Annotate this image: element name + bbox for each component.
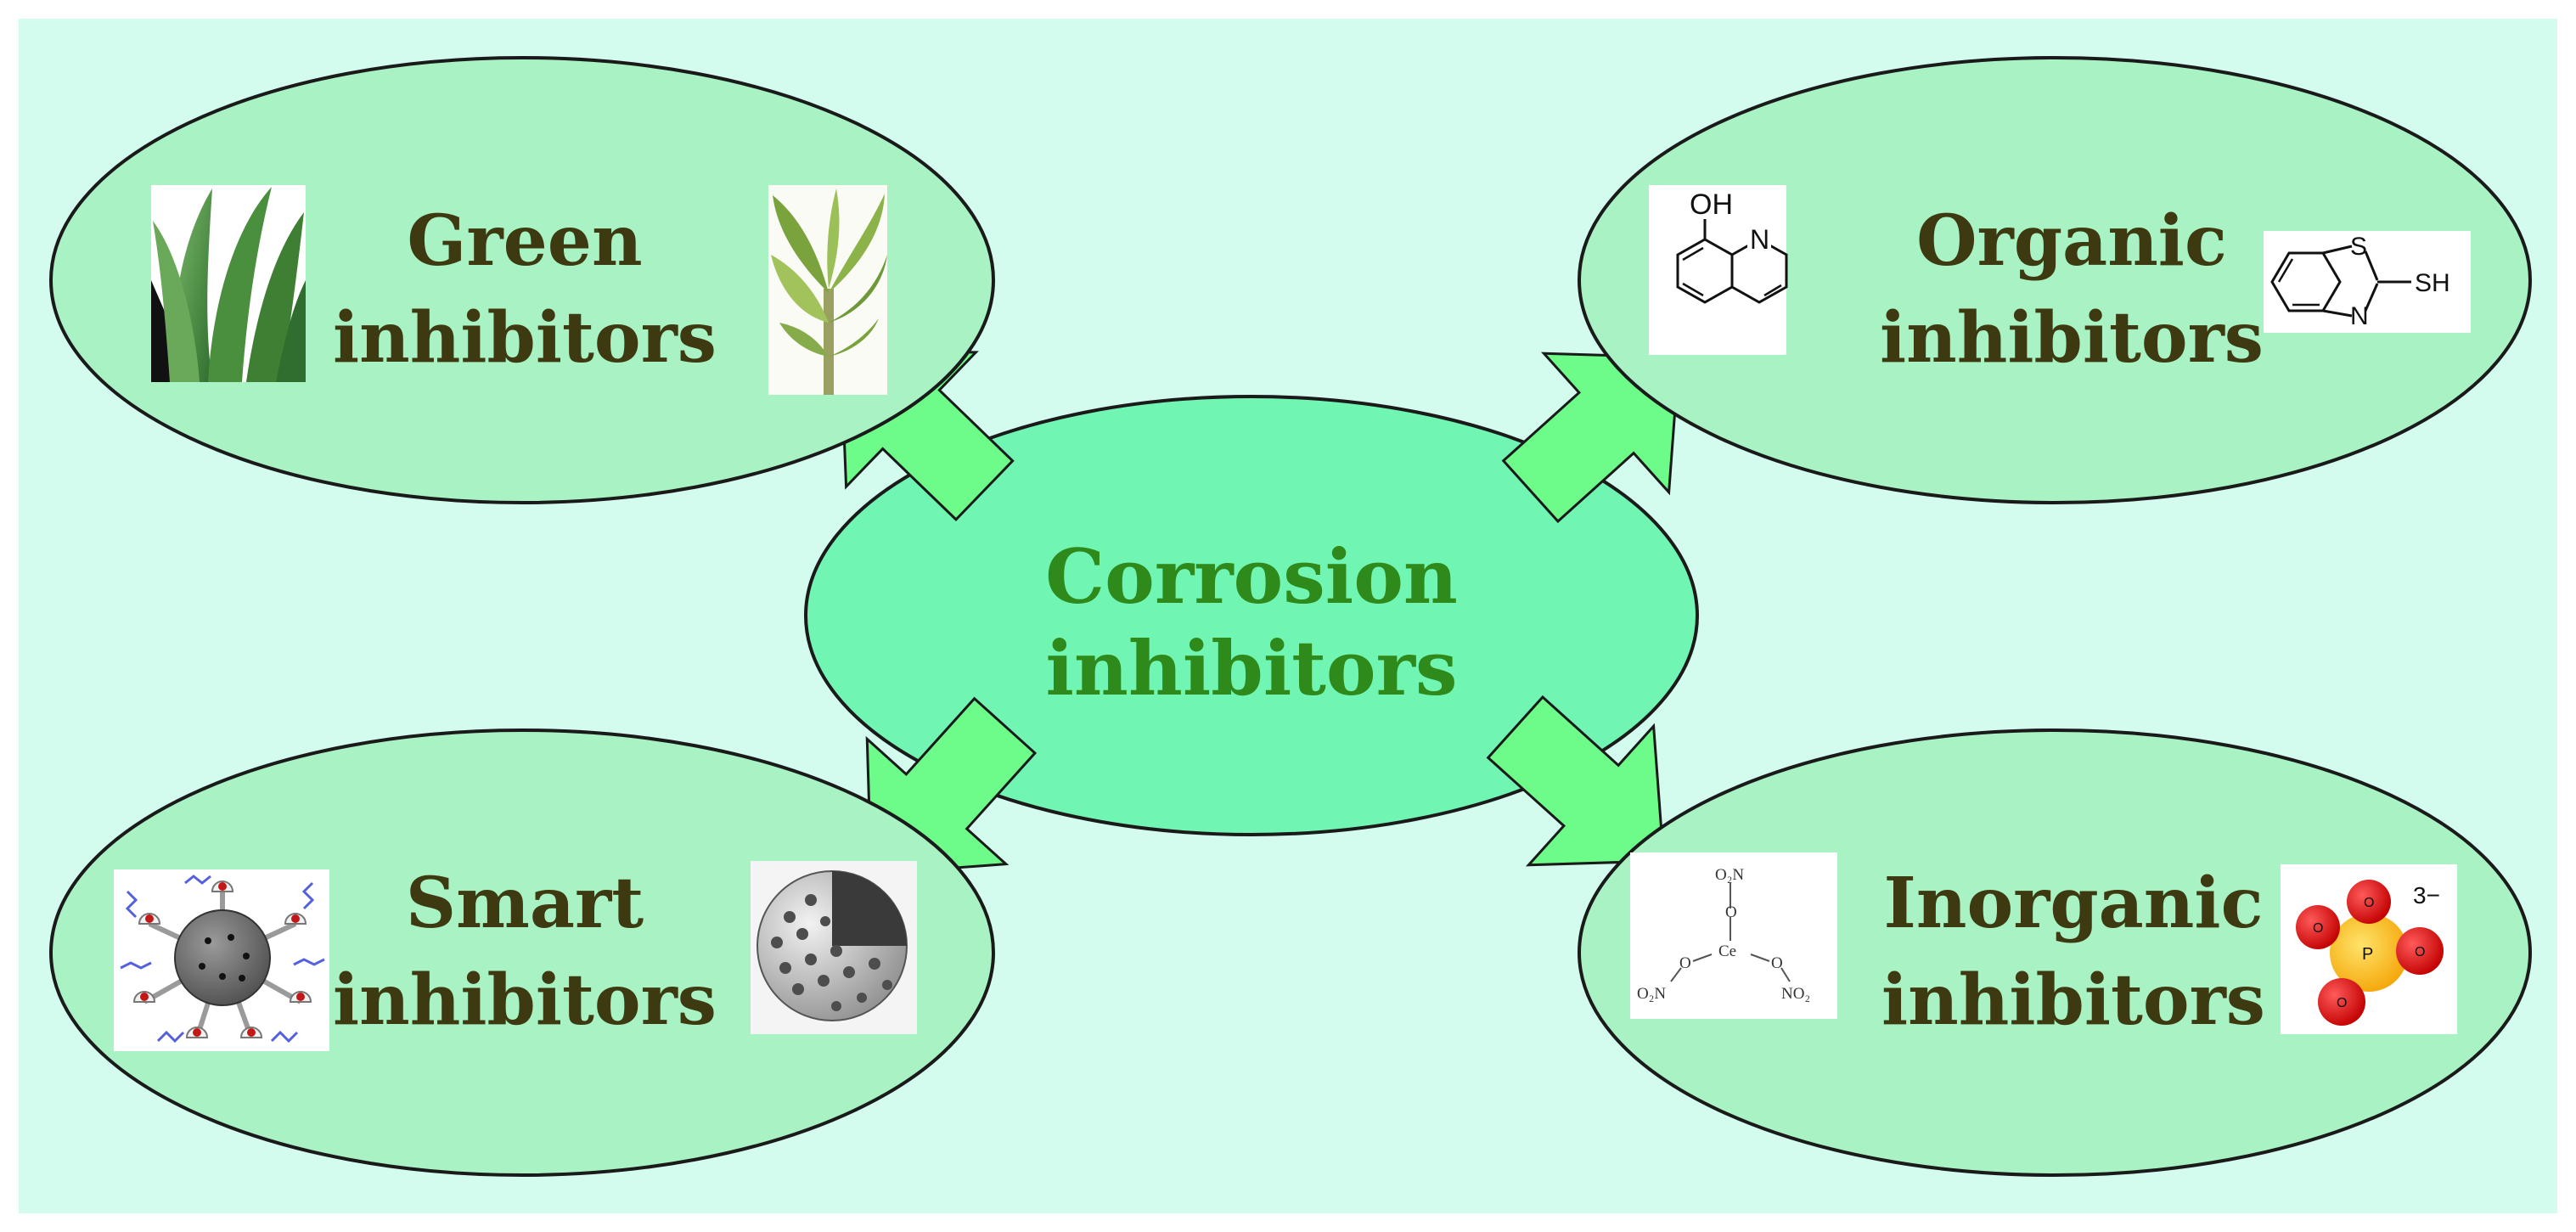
phosphorus-label: P [2362, 945, 2373, 964]
organic-label-line1: Organic [1916, 200, 2227, 282]
banana-plant-image [768, 185, 887, 395]
nitrate-top-label: O₂N [1715, 866, 1744, 884]
mercaptobenzothiazole-structure-image: S N SH [2264, 231, 2471, 333]
phosphate-ion-model-image: P O O O O 3− [2281, 864, 2457, 1034]
center-label-line1: Corrosion [1045, 532, 1458, 621]
oxygen-atom-4: O [2337, 996, 2347, 1010]
oxygen-top-label: O [1725, 903, 1737, 921]
green-ellipse [49, 56, 995, 504]
inorganic-label-line1: Inorganic [1883, 863, 2263, 944]
cerium-label: Ce [1718, 942, 1736, 960]
green-label-line2: inhibitors [333, 297, 717, 379]
aloe-vera-image [151, 185, 306, 382]
organic-label-line2: inhibitors [1880, 297, 2264, 379]
arrow-to-inorganic [1486, 695, 1666, 867]
smart-label-line2: inhibitors [333, 959, 717, 1041]
oxygen-atom-1: O [2364, 896, 2374, 910]
center-label-line2: inhibitors [1045, 624, 1457, 712]
hydroxy-label: OH [1690, 188, 1733, 221]
nitrate-left-label: O₂N [1637, 985, 1666, 1003]
smart-ellipse [49, 729, 995, 1177]
smart-label-line1: Smart [406, 863, 644, 944]
center-ellipse [804, 395, 1699, 836]
thiazole-n-label: N [2350, 302, 2369, 330]
nitrate-right-label: NO₂ [1781, 985, 1810, 1003]
thiazole-s-label: S [2350, 233, 2367, 261]
oxygen-right-label: O [1771, 954, 1783, 972]
8-hydroxyquinoline-structure-image: OH N [1649, 185, 1788, 355]
organic-ellipse [1578, 56, 2532, 504]
cerium-nitrate-structure-image: O₂N O Ce O O O₂N NO₂ [1630, 852, 1837, 1019]
green-label-line1: Green [407, 200, 642, 282]
charge-label: 3− [2413, 882, 2440, 909]
mesoporous-sphere-image [751, 861, 917, 1034]
quinoline-n-label: N [1750, 224, 1769, 255]
thiol-label: SH [2415, 269, 2450, 297]
oxygen-atom-2: O [2313, 921, 2323, 936]
arrow-to-organic [1501, 352, 1681, 524]
oxygen-left-label: O [1679, 954, 1691, 972]
oxygen-atom-3: O [2415, 945, 2425, 959]
nanocarrier-particle-image [114, 869, 329, 1051]
inorganic-label-line2: inhibitors [1881, 959, 2265, 1041]
inorganic-ellipse [1578, 729, 2532, 1177]
